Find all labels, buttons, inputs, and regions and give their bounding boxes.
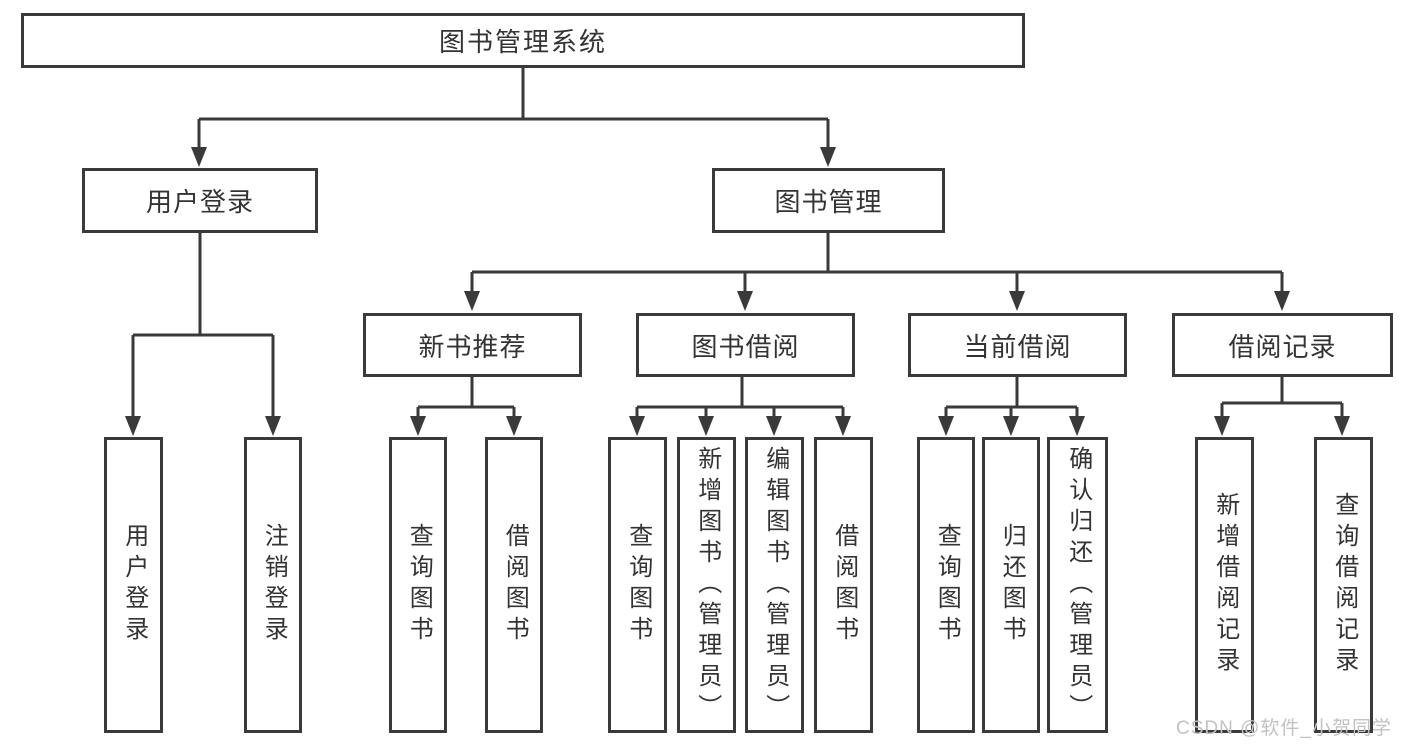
leaf-current-return-books: 归还图书	[982, 437, 1040, 733]
leaf-newbook-query-books: 查询图书	[389, 437, 447, 733]
leaf-newbook-borrow-books: 借阅图书	[485, 437, 543, 733]
node-book-management-label: 图书管理	[774, 187, 883, 217]
leaf-newbook-query-books-label: 查询图书	[405, 523, 433, 647]
leaf-borrow-edit-books-admin: 编辑图书（管理员）	[745, 437, 804, 733]
node-root: 图书管理系统	[21, 13, 1025, 68]
connector-current-borrow-split	[938, 377, 1085, 436]
leaf-current-confirm-return-admin-label: 确认归还（管理员）	[1064, 445, 1092, 725]
connector-new-book-split	[410, 377, 522, 436]
connector-book-mgmt-split	[464, 233, 1290, 311]
leaf-current-query-books-label: 查询图书	[933, 523, 961, 647]
leaf-current-confirm-return-admin: 确认归还（管理员）	[1047, 437, 1108, 733]
connector-book-borrow-split	[629, 377, 851, 436]
node-borrow-records: 借阅记录	[1172, 313, 1393, 377]
leaf-borrow-borrow-books-label: 借阅图书	[830, 523, 858, 647]
node-book-borrow-label: 图书借阅	[691, 331, 800, 362]
node-user-login: 用户登录	[82, 168, 318, 233]
leaf-borrow-query-books: 查询图书	[608, 437, 667, 733]
leaf-user-login: 用户登录	[104, 437, 163, 733]
leaf-records-add-record: 新增借阅记录	[1195, 437, 1254, 733]
leaf-borrow-add-books-admin-label: 新增图书（管理员）	[693, 445, 721, 725]
connector-user-login-split	[125, 233, 281, 436]
leaf-borrow-borrow-books: 借阅图书	[814, 437, 873, 733]
connector-borrow-records-split	[1214, 377, 1350, 436]
leaf-records-query-record-label: 查询借阅记录	[1330, 492, 1358, 678]
leaf-borrow-add-books-admin: 新增图书（管理员）	[677, 437, 736, 733]
leaf-records-query-record: 查询借阅记录	[1314, 437, 1373, 733]
node-user-login-label: 用户登录	[145, 187, 254, 217]
leaf-records-add-record-label: 新增借阅记录	[1211, 492, 1239, 678]
leaf-current-return-books-label: 归还图书	[998, 523, 1026, 647]
connector-root-split	[191, 68, 836, 167]
node-book-borrow: 图书借阅	[636, 313, 855, 377]
node-current-borrow: 当前借阅	[908, 313, 1127, 377]
leaf-borrow-edit-books-admin-label: 编辑图书（管理员）	[761, 445, 789, 725]
leaf-current-query-books: 查询图书	[917, 437, 975, 733]
leaf-newbook-borrow-books-label: 借阅图书	[501, 523, 529, 647]
leaf-logout-label: 注销登录	[260, 523, 288, 647]
leaf-logout: 注销登录	[244, 437, 302, 733]
node-current-borrow-label: 当前借阅	[963, 331, 1072, 362]
leaf-borrow-query-books-label: 查询图书	[624, 523, 652, 647]
leaf-user-login-label: 用户登录	[120, 523, 148, 647]
node-book-management: 图书管理	[712, 168, 945, 233]
node-new-book-recommend-label: 新书推荐	[418, 331, 527, 362]
node-root-label: 图书管理系统	[438, 27, 607, 57]
node-borrow-records-label: 借阅记录	[1228, 331, 1337, 362]
node-new-book-recommend: 新书推荐	[363, 313, 582, 377]
